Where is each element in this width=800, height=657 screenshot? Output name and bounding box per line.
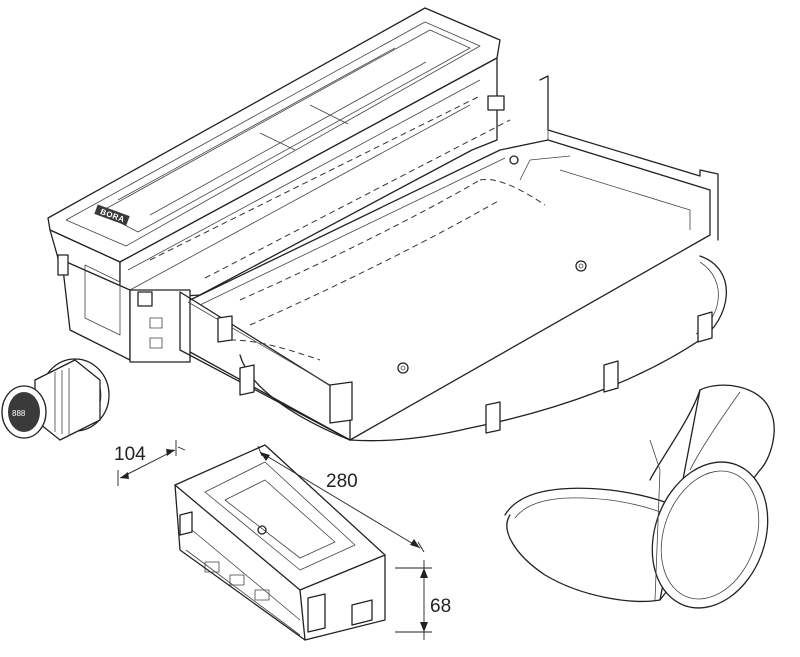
- length-dimension-label: 280: [326, 471, 358, 492]
- duct-tray: [149, 75, 727, 442]
- dimension-width: 104: [114, 440, 186, 486]
- height-dimension-label: 68: [430, 596, 451, 617]
- width-dimension-label: 104: [114, 444, 146, 465]
- dimension-height: 68: [395, 560, 451, 640]
- control-display-value: 888: [12, 409, 26, 418]
- control-knob: 888: [1, 358, 110, 441]
- duct-elbow: [504, 384, 775, 609]
- cooktop-extractor-unit: BORA: [47, 7, 505, 363]
- dimension-length: 280: [257, 445, 425, 553]
- fan-module: [174, 444, 386, 641]
